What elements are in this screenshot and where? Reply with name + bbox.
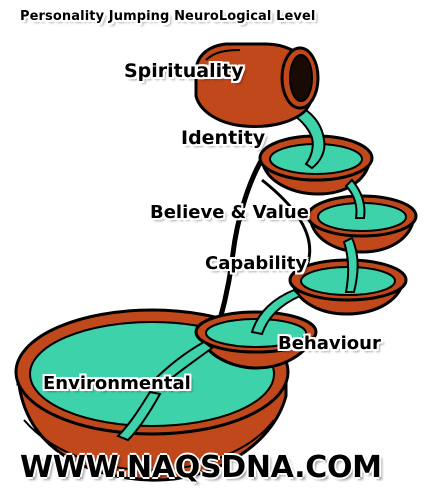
support-curve-2 — [261, 178, 312, 269]
level-label-spirituality: Spirituality — [124, 60, 244, 82]
level-label-environmental: Environmental — [43, 373, 191, 394]
level-label-believe-value: Believe & Value — [150, 202, 309, 223]
level-label-identity: Identity — [181, 127, 266, 149]
water-streams — [116, 102, 366, 442]
diagram-title: Personality Jumping NeuroLogical Level — [20, 9, 316, 24]
website-footer: WWW.NAQSDNA.COM — [20, 450, 382, 485]
jar-spirituality — [194, 42, 320, 128]
level-label-behaviour: Behaviour — [278, 333, 381, 354]
level-label-capability: Capability — [205, 253, 308, 274]
